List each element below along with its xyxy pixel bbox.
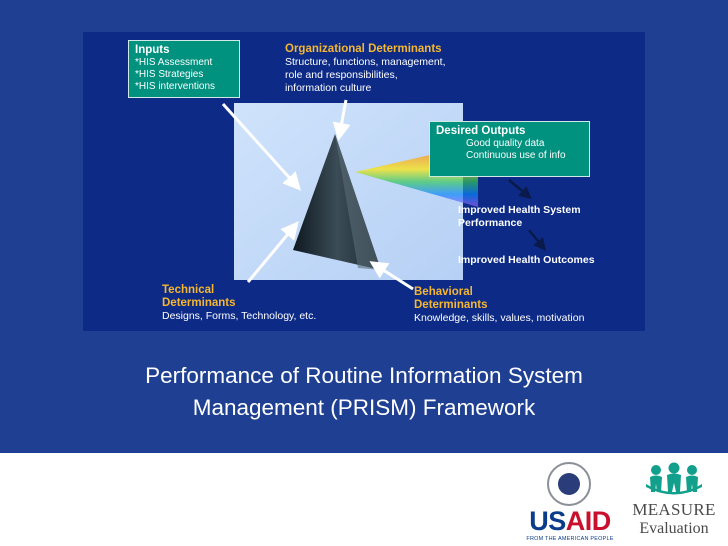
organizational-title: Organizational Determinants	[285, 43, 442, 55]
performance-to-outcomes-arrow	[528, 229, 546, 251]
measure-sub: Evaluation	[639, 520, 709, 537]
prism-diagram: Inputs *HIS Assessment *HIS Strategies *…	[83, 32, 645, 331]
usaid-wordmark: USAID	[520, 506, 620, 536]
improved-performance-line: Improved Health System	[458, 204, 581, 216]
usaid-tagline: FROM THE AMERICAN PEOPLE	[526, 536, 614, 542]
behavioral-title: Behavioral	[414, 286, 473, 298]
outputs-to-performance-arrow	[508, 179, 532, 200]
organizational-arrow	[332, 99, 351, 141]
organizational-determinants: Organizational Determinants Structure, f…	[285, 43, 446, 95]
technical-title: Determinants	[162, 297, 236, 309]
technical-desc: Designs, Forms, Technology, etc.	[162, 310, 317, 322]
caption-line: Performance of Routine Information Syste…	[145, 363, 583, 388]
desired-outputs-box: Desired Outputs Good quality data Contin…	[429, 121, 590, 177]
desired-outputs-item: Continuous use of info	[466, 150, 566, 161]
usaid-seal-icon	[547, 462, 591, 506]
measure-name: MEASURE	[632, 500, 716, 519]
improved-health-system-performance: Improved Health System Performance	[458, 204, 581, 230]
behavioral-determinants: Behavioral Determinants Knowledge, skill…	[414, 286, 584, 325]
footer-strip	[0, 453, 728, 546]
prism-facet	[335, 134, 381, 270]
usaid-us: US	[529, 506, 566, 536]
technical-determinants: Technical Determinants Designs, Forms, T…	[162, 284, 316, 323]
inputs-item: *HIS Assessment	[135, 57, 213, 68]
inputs-item: *HIS interventions	[135, 81, 216, 92]
inputs-title: Inputs	[135, 44, 170, 56]
behavioral-arrow	[369, 261, 414, 291]
usaid-logo: USAID FROM THE AMERICAN PEOPLE	[520, 462, 620, 542]
inputs-arrow	[221, 102, 302, 191]
caption-line: Management (PRISM) Framework	[192, 395, 536, 420]
technical-arrow	[246, 221, 299, 283]
usaid-aid: AID	[565, 506, 612, 536]
diagram-graphics	[221, 99, 546, 291]
organizational-line: role and responsibilities,	[285, 69, 398, 81]
desired-outputs-item: Good quality data	[466, 138, 545, 149]
inputs-box: Inputs *HIS Assessment *HIS Strategies *…	[128, 40, 240, 98]
behavioral-desc: Knowledge, skills, values, motivation	[414, 312, 585, 324]
improved-performance-line: Performance	[458, 217, 523, 229]
desired-outputs-title: Desired Outputs	[436, 125, 526, 137]
measure-people-icon	[646, 462, 702, 495]
organizational-line: information culture	[285, 82, 372, 94]
improved-health-outcomes: Improved Health Outcomes	[458, 254, 595, 266]
measure-evaluation-logo: MEASURE Evaluation	[628, 462, 720, 542]
behavioral-title: Determinants	[414, 299, 488, 311]
technical-title: Technical	[162, 284, 215, 296]
organizational-line: Structure, functions, management,	[285, 56, 446, 68]
inputs-item: *HIS Strategies	[135, 69, 204, 80]
slide-caption: Performance of Routine Information Syste…	[80, 360, 648, 424]
